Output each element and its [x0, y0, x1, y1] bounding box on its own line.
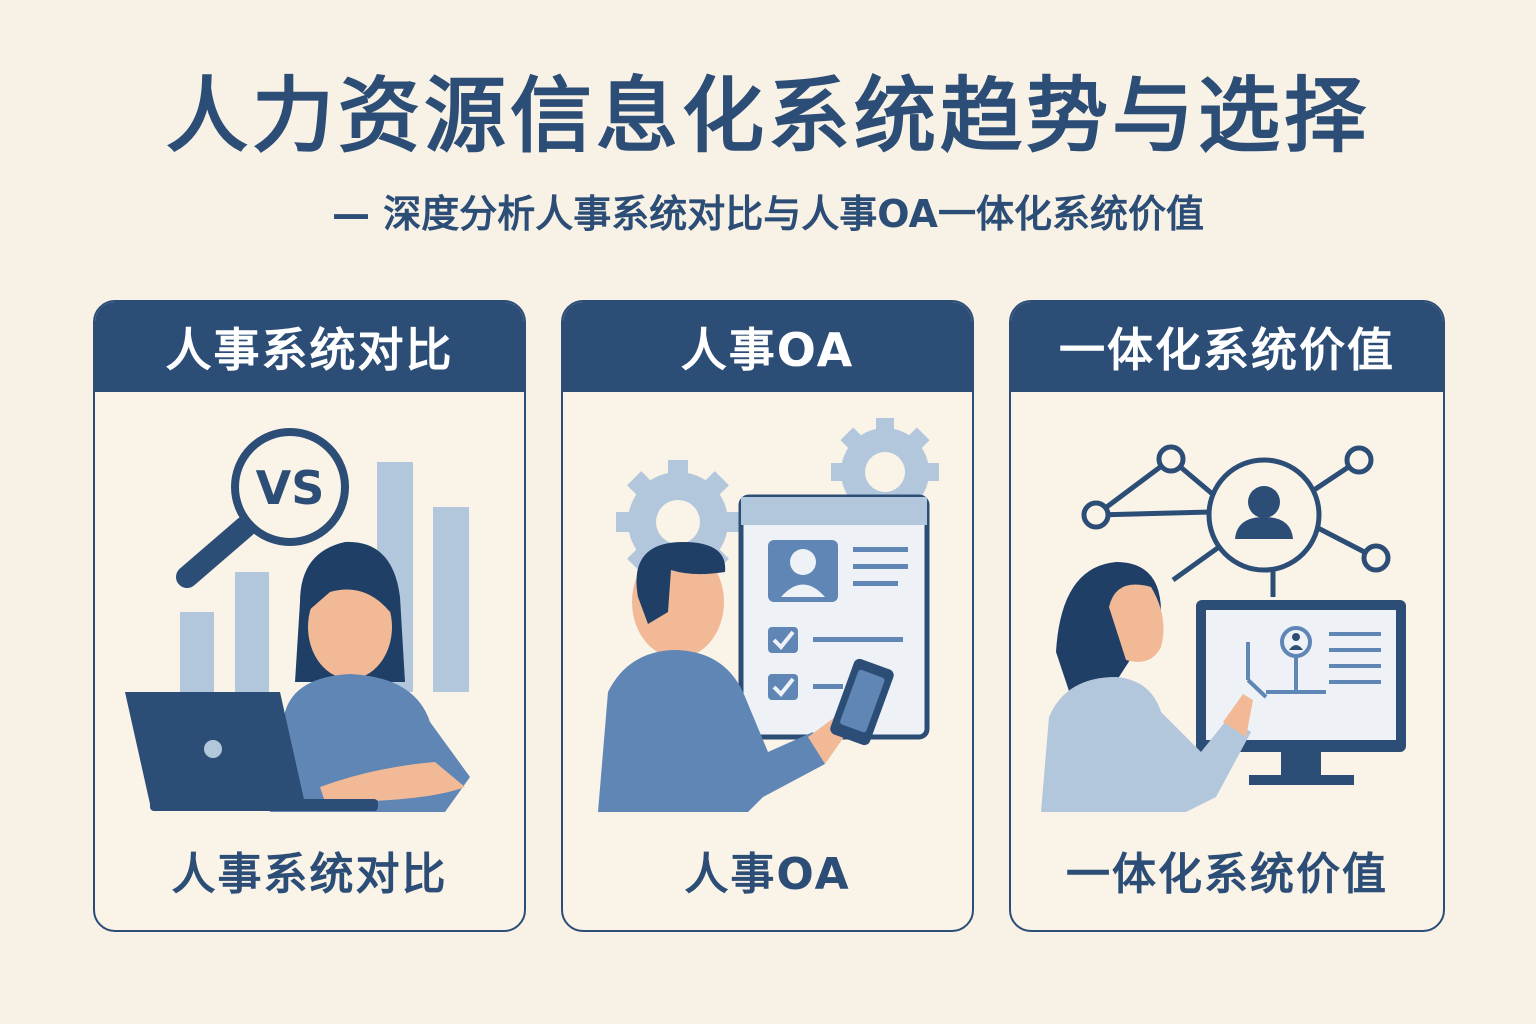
gear-icon — [831, 418, 939, 526]
tablet-icon — [830, 658, 894, 746]
hr-oa-illustration — [598, 418, 939, 812]
profile-card-icon — [738, 494, 930, 740]
man-illustration — [598, 542, 853, 812]
bar-chart-icon — [180, 462, 469, 692]
card-caption: 一体化系统价值 — [1066, 849, 1388, 900]
laptop-icon — [125, 692, 378, 811]
vs-label: VS — [256, 461, 325, 515]
card-caption: 人事OA — [684, 849, 851, 900]
user-icon — [1235, 486, 1293, 539]
hr-comparison-illustration: VS — [125, 428, 470, 812]
card-caption: 人事系统对比 — [171, 849, 448, 900]
card-header: 人事系统对比 — [95, 302, 524, 392]
card-hr-oa: 人事OA — [561, 300, 974, 932]
integrated-value-illustration — [1041, 444, 1406, 812]
card-integrated-value: 一体化系统价值 — [1009, 300, 1445, 932]
card-header: 一体化系统价值 — [1011, 302, 1443, 392]
page-subtitle: — 深度分析人事系统对比与人事OA一体化系统价值 — [332, 192, 1204, 236]
checkbox-icon — [768, 627, 903, 700]
woman-illustration — [270, 541, 470, 812]
card-header: 人事OA — [563, 302, 972, 392]
magnifier-vs-icon: VS — [176, 428, 349, 588]
gear-icon — [616, 460, 740, 584]
woman-illustration — [1041, 562, 1253, 812]
card-hr-comparison: 人事系统对比 VS 人事系统对比 — [93, 300, 526, 932]
page-title: 人力资源信息化系统趋势与选择 — [165, 69, 1370, 164]
